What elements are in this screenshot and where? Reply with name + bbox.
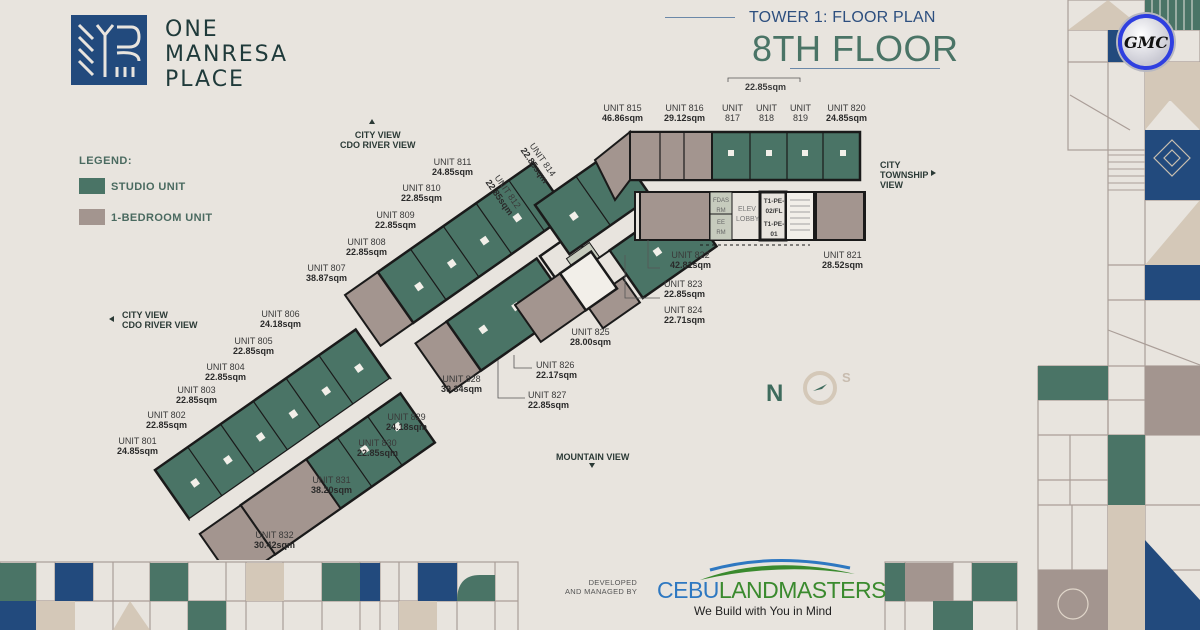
developer-name: CEBULANDMASTERS [657,577,886,604]
developer-label-line-1: DEVELOPED [588,578,638,587]
brand-name-line-2: MANRESA [165,42,289,67]
view-arrow-down-icon [589,463,595,468]
developer-label-line-2: AND MANAGED BY [565,587,638,596]
view-right-line-3: VIEW [880,180,904,190]
developer-label: DEVELOPED AND MANAGED BY [565,578,637,596]
view-label-top: CITY VIEW CDO RIVER VIEW [340,130,416,150]
legend-swatch-studio [79,178,105,194]
gmc-badge: GMC [1118,14,1174,70]
shared-area-label: 22.85sqm [745,82,787,92]
view-left-line-2: CDO RIVER VIEW [122,320,198,330]
fdas-room-label: FDAS RM [712,198,729,214]
legend-swatch-1-bedroom [79,209,105,225]
page-title: 8TH FLOOR [752,28,959,69]
compass-north-label: N [766,380,784,407]
view-arrow-right-icon [931,170,936,176]
header-rule-underline [790,68,940,69]
view-right-line-1: CITY [880,160,901,170]
brand-name-line-1: ONE [165,17,219,42]
brand-name-line-3: PLACE [165,67,245,92]
elev-lobby-east-label: ELEV LOBBY [736,206,760,223]
header-rule-left [665,17,735,18]
ee-room-label: EE RM [716,220,726,236]
legend-label-studio: STUDIO UNIT [111,181,186,193]
view-label-bottom: MOUNTAIN VIEW [556,452,630,462]
pe-01-label: T1-PE-01 [763,221,785,238]
compass-icon [803,371,837,405]
view-left-line-1: CITY VIEW [122,310,168,320]
developer-name-landmasters: LANDMASTERS [718,577,887,603]
brand-name: ONE MANRESA PLACE [165,17,288,92]
compass-south-label: S [842,370,851,385]
view-arrow-up-icon [369,119,375,124]
page-subtitle: TOWER 1: FLOOR PLAN [749,9,936,26]
view-label-right: CITY TOWNSHIP VIEW [880,160,928,190]
view-top-line-1: CITY VIEW [354,130,401,140]
developer-name-cebu: CEBU [657,577,719,603]
view-top-line-2: CDO RIVER VIEW [340,140,416,150]
cebu-landmasters-swoosh-icon [700,559,855,580]
developer-tagline: We Build with You in Mind [694,604,832,618]
floor-plan-drawing [153,77,866,560]
legend-label-1-bedroom: 1-BEDROOM UNIT [111,212,213,224]
legend-title: LEGEND: [79,155,132,167]
view-arrow-left-icon [109,316,114,322]
view-right-line-2: TOWNSHIP [880,170,929,180]
pe-02-label: T1-PE-02/FL [763,198,785,215]
view-label-left: CITY VIEW CDO RIVER VIEW [122,310,198,330]
one-manresa-logo-mark [71,15,147,85]
